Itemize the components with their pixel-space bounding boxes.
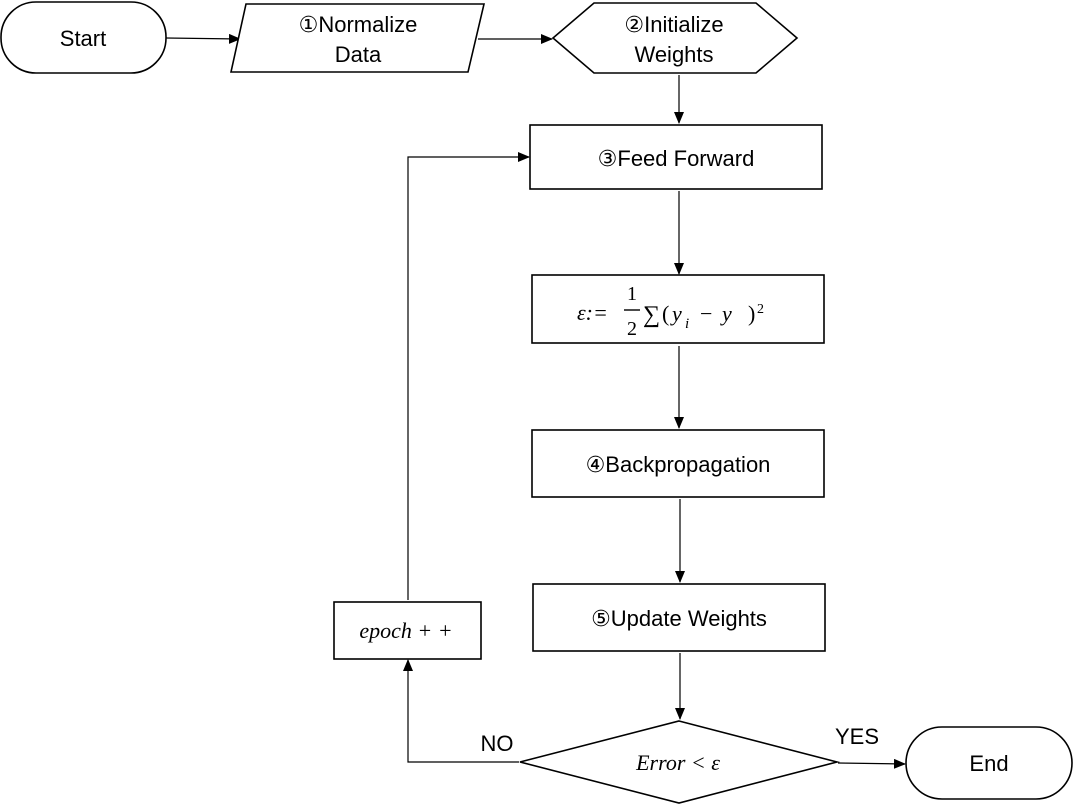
formula-power: 2 <box>757 302 764 317</box>
formula-close-paren: ) <box>748 301 755 326</box>
end-label: End <box>969 751 1008 776</box>
feed-forward-label: ③Feed Forward <box>598 146 755 171</box>
formula-minus: − <box>700 301 712 326</box>
formula-y: y <box>670 301 682 326</box>
update-weights-label: ⑤Update Weights <box>591 606 767 631</box>
decision-node: Error < ε <box>519 720 841 804</box>
formula-open-paren: ( <box>662 301 669 326</box>
formula-numerator: 1 <box>627 283 637 305</box>
init-weights-label-line2: Weights <box>634 42 713 67</box>
epoch-label: epoch + + <box>359 618 452 643</box>
backprop-node: ④Backpropagation <box>531 429 825 498</box>
edge-decision-epoch <box>403 659 519 763</box>
epoch-node: epoch + + <box>333 601 482 660</box>
start-node: Start <box>0 1 167 74</box>
end-node: End <box>905 726 1073 800</box>
normalize-label-line1: ①Normalize <box>299 12 418 37</box>
formula-sum: ∑ <box>643 302 660 328</box>
formula-y2: y <box>720 301 732 326</box>
normalize-label-line2: Data <box>335 42 382 67</box>
edge-start-normalize <box>165 33 241 44</box>
init-weights-node: ②Initialize Weights <box>551 2 799 74</box>
update-weights-node: ⑤Update Weights <box>532 583 826 652</box>
edge-epoch-feedforward <box>407 152 530 600</box>
feed-forward-node: ③Feed Forward <box>529 124 823 190</box>
edge-decision-end <box>837 758 906 769</box>
error-formula-node: ε:= 1 2 ∑ ( y i − y ) 2 <box>531 274 825 344</box>
edges <box>165 33 906 769</box>
decision-label: Error < ε <box>635 750 720 775</box>
formula-subscript: i <box>685 316 689 332</box>
formula-lhs: ε:= <box>577 300 608 325</box>
start-label: Start <box>60 26 106 51</box>
backprop-label: ④Backpropagation <box>586 452 771 477</box>
init-weights-label-line1: ②Initialize <box>624 12 723 37</box>
formula-denominator: 2 <box>627 318 637 340</box>
edge-label-no: NO <box>481 731 514 756</box>
edge-label-yes: YES <box>835 724 879 749</box>
normalize-node: ①Normalize Data <box>230 3 486 73</box>
